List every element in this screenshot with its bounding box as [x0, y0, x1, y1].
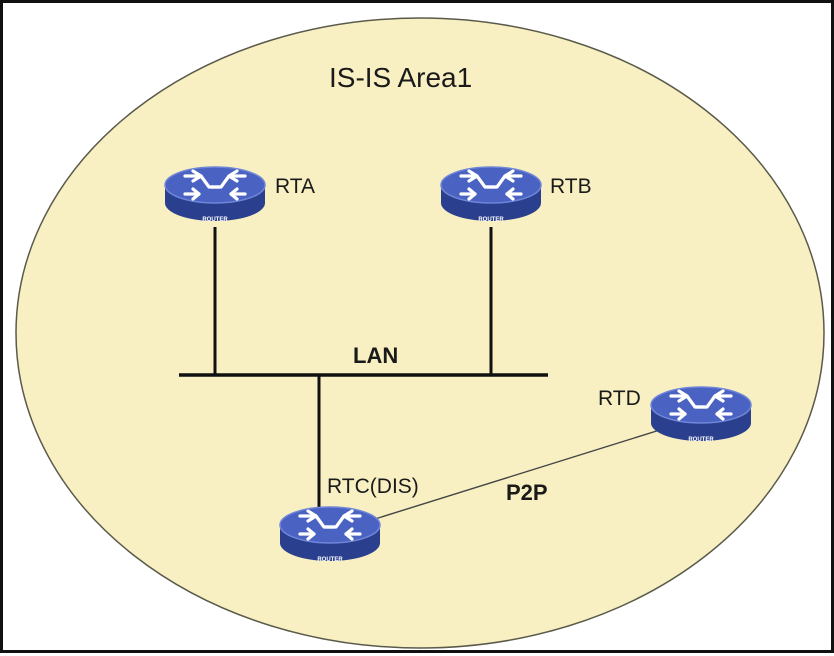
- router-rtd[interactable]: ROUTER: [649, 385, 753, 443]
- area-ellipse: [15, 17, 825, 649]
- p2p-link: [374, 428, 664, 520]
- router-rta[interactable]: ROUTER: [163, 165, 267, 223]
- router-icon: [649, 385, 753, 443]
- router-rta-label: RTA: [275, 175, 315, 198]
- network-diagram: IS-IS Area1 LAN P2P ROUTER RTA ROUTER RT…: [15, 17, 825, 649]
- router-icon: [278, 505, 382, 563]
- p2p-label: P2P: [506, 480, 548, 505]
- lan-label: LAN: [353, 343, 398, 368]
- router-icon: [439, 165, 543, 223]
- area-title: IS-IS Area1: [329, 62, 472, 93]
- router-rtc[interactable]: ROUTER: [278, 505, 382, 563]
- router-icon: [163, 165, 267, 223]
- router-rtb-badge: ROUTER: [478, 217, 504, 223]
- router-rta-badge: ROUTER: [202, 217, 228, 223]
- router-rtb[interactable]: ROUTER: [439, 165, 543, 223]
- router-rtc-badge: ROUTER: [317, 557, 343, 563]
- router-rtc-label: RTC(DIS): [327, 475, 419, 498]
- router-rtd-badge: ROUTER: [688, 437, 714, 443]
- router-rtd-label: RTD: [598, 387, 641, 410]
- router-rtb-label: RTB: [550, 175, 592, 198]
